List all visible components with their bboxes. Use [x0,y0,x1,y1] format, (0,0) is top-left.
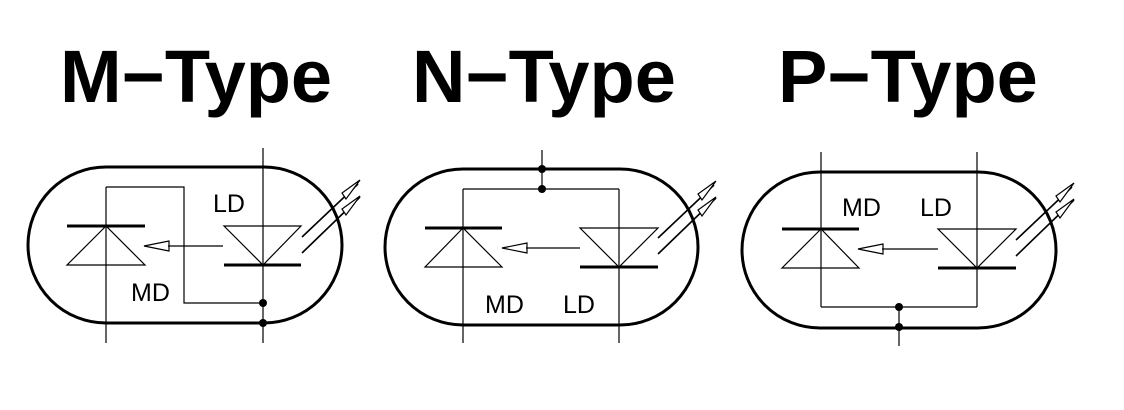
light-emission-arrows-icon [657,180,717,255]
ld-label: LD [563,291,595,319]
title-p-type: P−Type [778,35,1038,118]
n-type-diagram: MD LD [383,150,717,343]
light-emission-arrows-icon [1015,182,1075,257]
p-type-diagram: MD LD [740,152,1075,346]
photodiode-md-icon [423,226,504,268]
ld-label: LD [213,190,245,218]
junction-dot [895,323,903,331]
junction-dot [538,165,546,173]
monitor-arrow-icon [857,243,938,255]
md-label: MD [485,291,524,319]
laser-diode-ld-icon [578,227,660,269]
junction-dot [895,303,903,311]
junction-dot [259,299,267,307]
title-m-type: M−Type [60,35,332,118]
photodiode-md-icon [780,227,861,269]
package-outline [26,165,344,325]
light-emission-arrows-icon [301,179,361,254]
m-type-diagram: LD MD [26,148,361,343]
junction-dot [259,319,267,327]
laser-diode-ld-icon [936,228,1018,270]
monitor-arrow-icon [501,242,580,254]
laser-diode-ld-icon [222,225,303,267]
junction-dot [538,185,546,193]
ld-label: LD [920,194,952,222]
md-wire [106,186,263,304]
md-label: MD [842,194,881,222]
title-n-type: N−Type [412,35,676,118]
photodiode-md-icon [65,224,147,266]
monitor-arrow-icon [143,240,223,252]
md-label: MD [131,279,170,307]
